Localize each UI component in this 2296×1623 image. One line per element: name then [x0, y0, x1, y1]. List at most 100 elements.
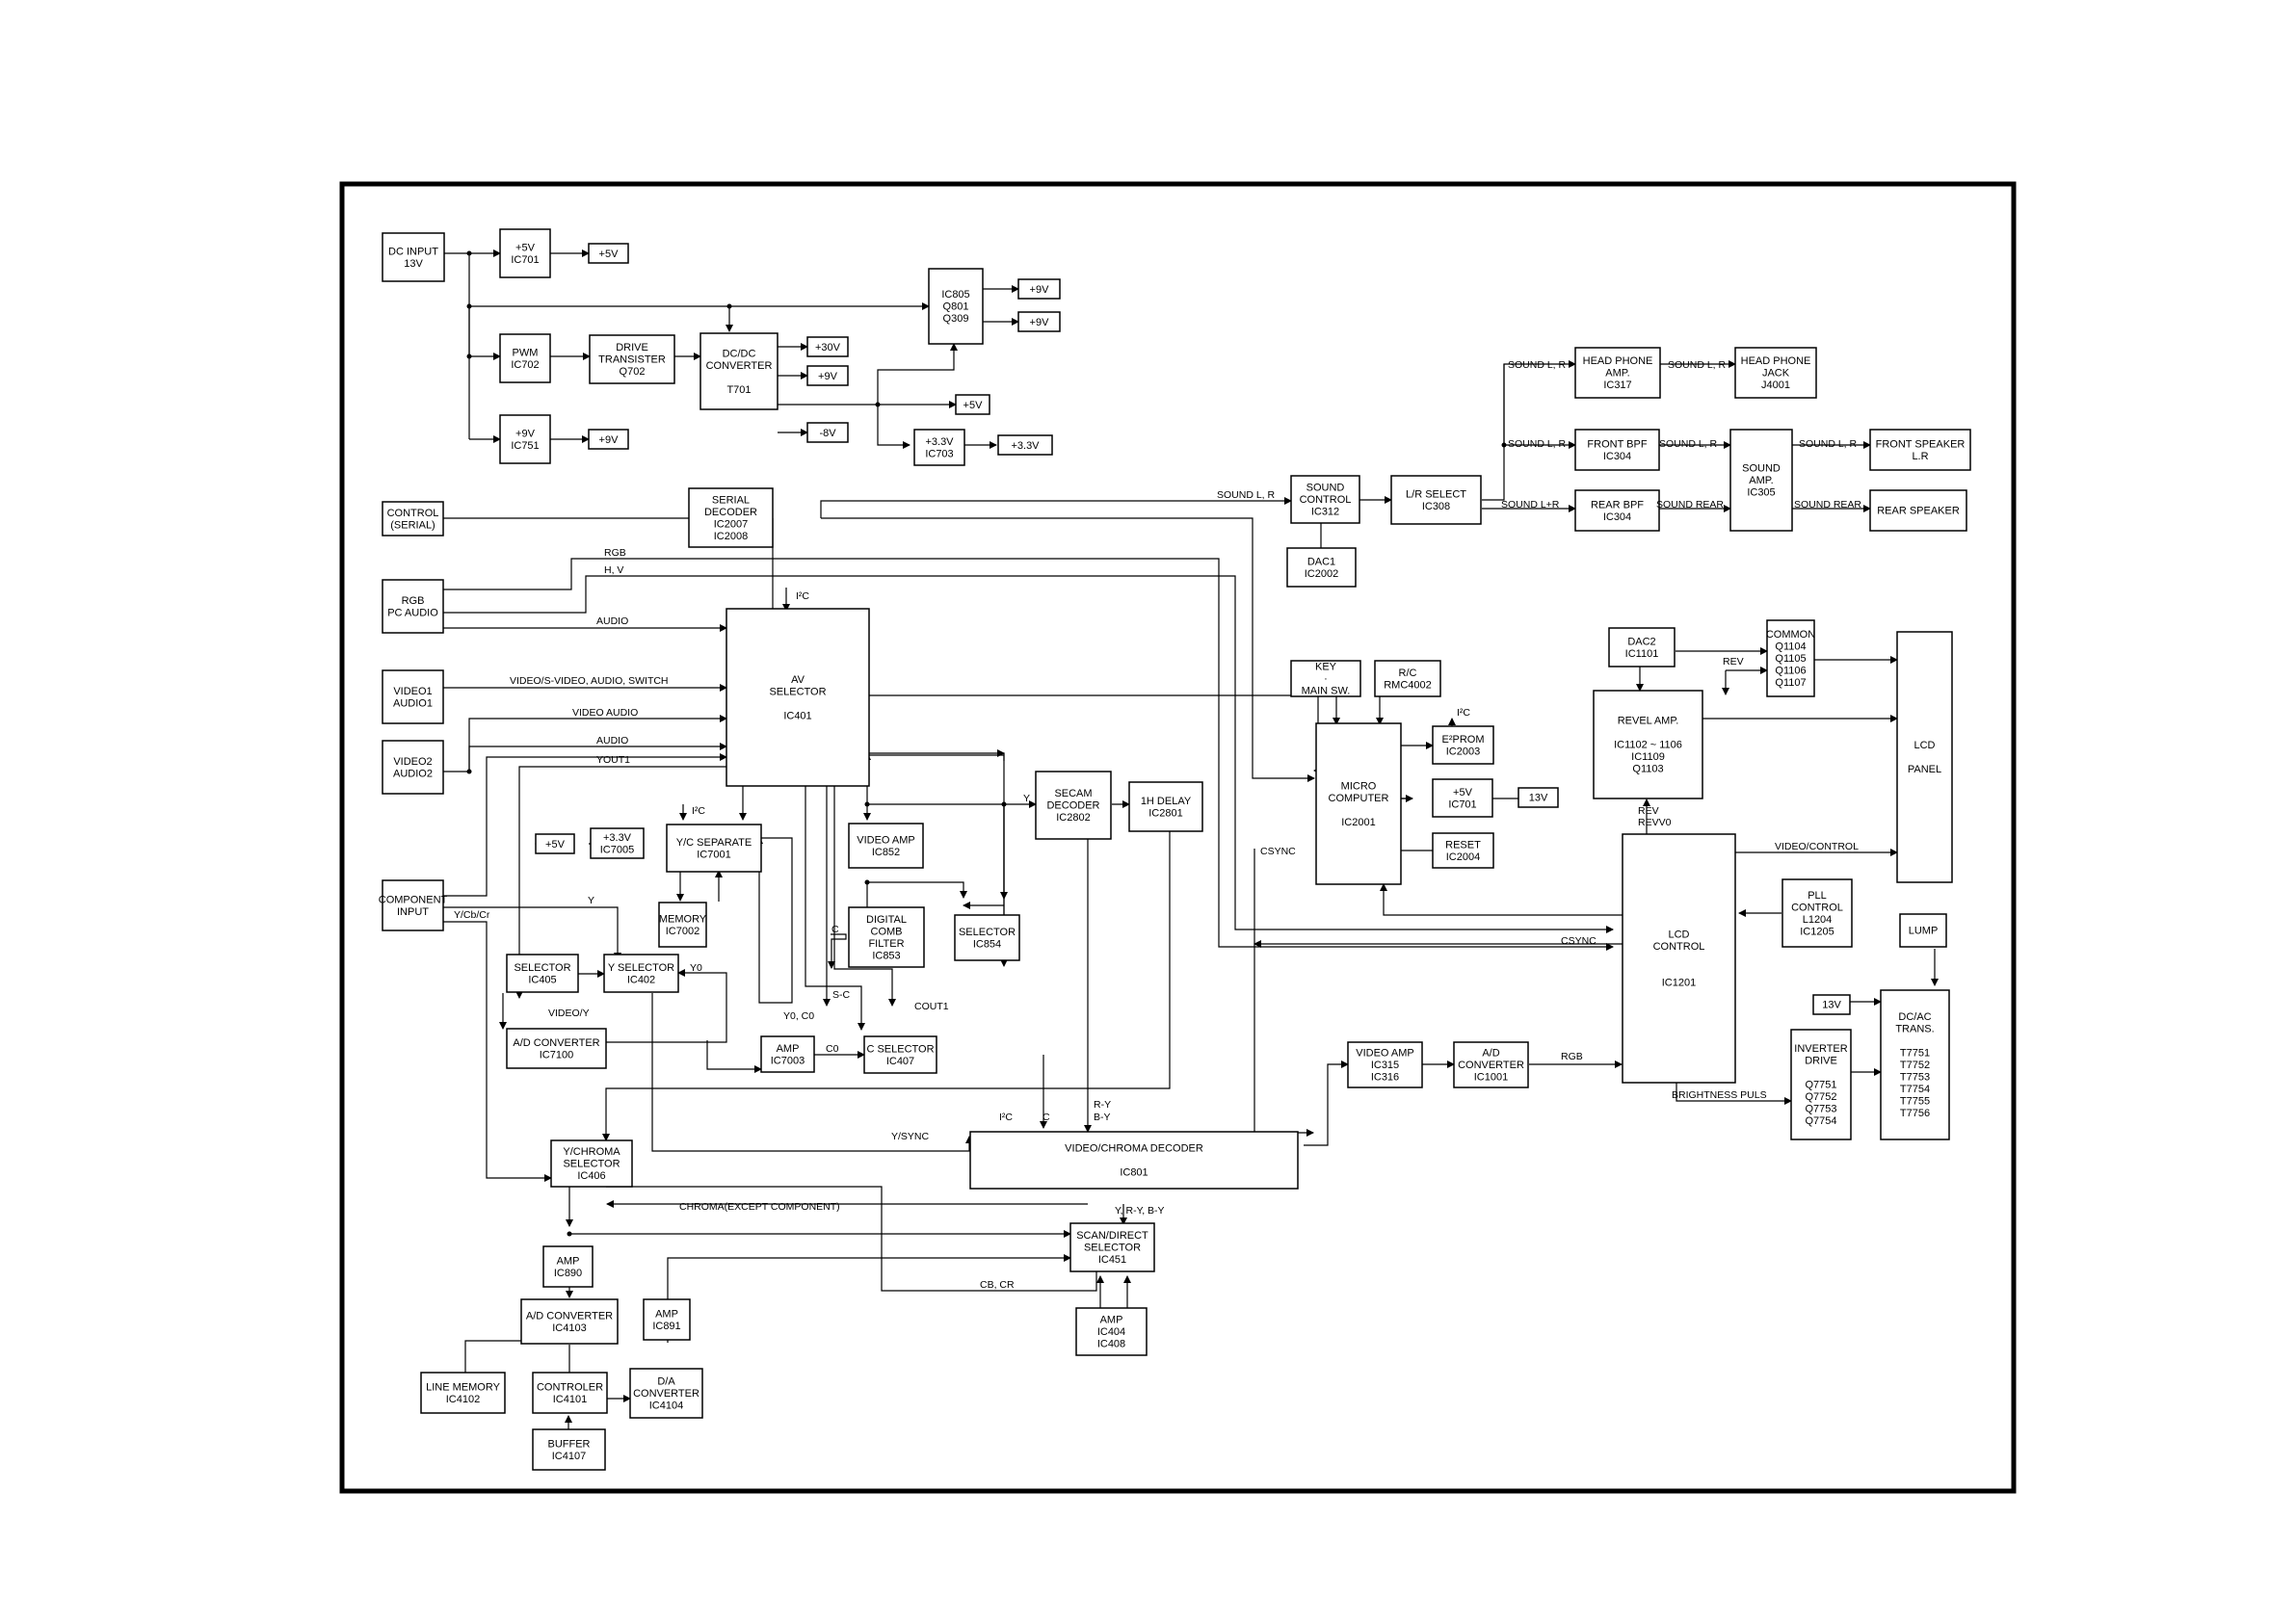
block-text: DECODER [1046, 800, 1099, 812]
block-text: RESET [1445, 839, 1481, 851]
voltage-text: +3.3V [1011, 440, 1040, 452]
block-text: SELECTOR [959, 927, 1016, 938]
block-box [848, 906, 925, 968]
label-brightness: BRIGHTNESS PULS [1672, 1089, 1767, 1101]
label-yryby: Y, R-Y, B-Y [1115, 1205, 1165, 1217]
label-sound-lr-front: SOUND L, R [1508, 438, 1567, 450]
block-text: Q1103 [1632, 764, 1663, 775]
block-lump: LUMP [1899, 913, 1947, 948]
label-c-comb: C [831, 924, 839, 935]
block-text: IC2801 [1148, 807, 1182, 819]
block-text: 13V [1822, 1000, 1841, 1011]
voltage-text: +5V [545, 839, 566, 851]
block-text: IC407 [886, 1056, 914, 1067]
voltage-text: +5V [599, 249, 620, 260]
block-text: IC702 [511, 359, 539, 371]
block-box [590, 827, 645, 859]
block-text: LCD [1913, 740, 1935, 751]
label-by: B-Y [1094, 1112, 1111, 1123]
block-box [382, 232, 445, 282]
block-text: BUFFER [548, 1438, 591, 1450]
block-text: J4001 [1761, 380, 1790, 391]
block-text: COMB [871, 926, 903, 937]
block-text: RGB [402, 595, 425, 607]
block-text: SOUND [1306, 483, 1345, 494]
block-text: DRIVE [1805, 1056, 1837, 1067]
block-text: IC703 [925, 448, 953, 459]
block-text: L.R [1912, 451, 1928, 462]
block-text: 1H DELAY [1141, 796, 1192, 807]
label-sound-rear: SOUND REAR [1656, 499, 1724, 510]
block-text: IC408 [1097, 1339, 1125, 1350]
voltage-text: +9V [599, 434, 620, 446]
block-text: T7755 [1900, 1096, 1930, 1108]
label-i2c-yc: I²C [692, 805, 705, 817]
block-box [1290, 475, 1360, 524]
block-text: SOUND [1742, 463, 1781, 475]
block-box [520, 1298, 619, 1345]
block-text: Y SELECTOR [608, 962, 674, 974]
block-box [1729, 429, 1793, 532]
label-csync-lcd: CSYNC [1561, 935, 1597, 947]
block-box [863, 1035, 937, 1074]
block-box [1869, 429, 1971, 471]
voltage-out-9v-a: +9V [806, 365, 849, 386]
block-box [1432, 725, 1494, 765]
block-text: IC1201 [1662, 978, 1696, 989]
block-box [928, 268, 984, 345]
block-text: CONTROL [1791, 902, 1843, 913]
block-text: R/C [1399, 668, 1417, 679]
block-text: AUDIO1 [393, 697, 433, 709]
voltage-box [955, 394, 990, 415]
block-text: REAR BPF [1591, 499, 1644, 510]
block-text: HEAD PHONE [1741, 355, 1811, 367]
label-ycbcr: Y/Cb/Cr [454, 909, 490, 921]
block-text: IC312 [1311, 507, 1339, 518]
block-text: IC404 [1097, 1326, 1125, 1338]
block-text: SERIAL [712, 494, 750, 506]
block-text: RMC4002 [1384, 679, 1432, 691]
block-text: IC7100 [540, 1049, 573, 1060]
block-box [382, 501, 444, 537]
block-box [1880, 989, 1950, 1140]
block-text: IC1001 [1474, 1072, 1508, 1084]
block-box [1128, 781, 1203, 832]
block-text: PLL [1808, 890, 1827, 902]
label-y0c0: Y0, C0 [783, 1010, 814, 1022]
voltage-out-m8v: -8V [806, 422, 849, 443]
voltage-in-5v-7005: +5V [535, 833, 575, 854]
block-text: IC701 [1448, 798, 1476, 810]
block-box [1453, 1041, 1529, 1088]
block-box [499, 228, 551, 278]
label-c-dec: C [1042, 1112, 1050, 1123]
block-text: IC2802 [1056, 812, 1090, 824]
block-text: IC4101 [553, 1394, 587, 1405]
label-rev: REV [1723, 656, 1744, 668]
block-text: Y/C SEPARATE [676, 837, 752, 849]
block-text: IC451 [1098, 1254, 1126, 1266]
label-ry: R-Y [1094, 1099, 1111, 1111]
block-text: IC402 [627, 974, 655, 985]
block-text: Q1105 [1775, 653, 1806, 665]
label-ysync: Y/SYNC [891, 1131, 930, 1142]
block-text: IC4103 [552, 1322, 586, 1334]
block-text: IC304 [1603, 511, 1631, 523]
block-box [1593, 690, 1703, 799]
label-cout1: COUT1 [914, 1001, 949, 1012]
